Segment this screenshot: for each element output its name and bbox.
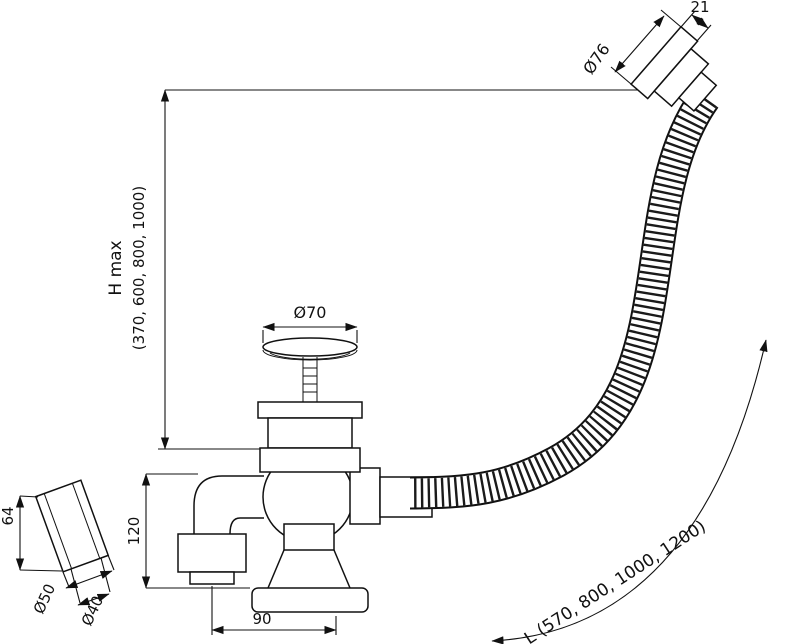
hose-connector-nut: [349, 467, 433, 525]
dim-64-label: 64: [0, 506, 17, 525]
d76-label: Ø76: [579, 40, 613, 78]
dim-21-label: 21: [690, 0, 709, 16]
h-max-label: H max: [106, 240, 126, 295]
d40-label: Ø40: [78, 593, 107, 629]
dim-h-max: H max (370, 600, 800, 1000): [106, 89, 686, 450]
drain-plug: [262, 337, 358, 402]
outlet-elbow: [177, 475, 264, 585]
dim-64: 64: [0, 495, 63, 572]
bottom-cup: [251, 523, 369, 613]
strainer-flange: [257, 401, 363, 473]
dim-120: 120: [125, 473, 250, 589]
rubber-sleeve: [34, 479, 110, 573]
corrugated-hose: [409, 88, 719, 510]
dim-d70: Ø70: [262, 303, 358, 343]
dim-d40: Ø40: [70, 557, 111, 629]
h-max-values: (370, 600, 800, 1000): [130, 186, 148, 350]
d50-label: Ø50: [30, 581, 59, 617]
length-label: L (570, 800, 1000, 1200): [521, 517, 710, 644]
dim-120-label: 120: [125, 517, 143, 546]
d70-label: Ø70: [294, 303, 327, 322]
dim-90-label: 90: [252, 610, 271, 628]
dim-90: 90: [211, 586, 337, 635]
dim-21: 21: [680, 0, 712, 42]
